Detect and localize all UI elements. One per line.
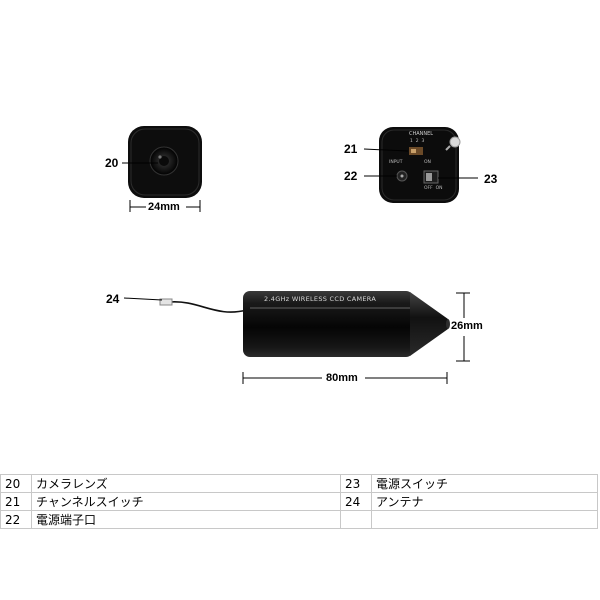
legend-part-name: 電源端子口 xyxy=(31,510,341,529)
body-height-dimension xyxy=(456,292,470,362)
legend-row: 20 カメラレンズ 23 電源スイッチ xyxy=(0,474,598,493)
switch-on-print-label: ON xyxy=(424,160,431,165)
lens-front-view xyxy=(128,126,202,198)
lens-width-dimension xyxy=(129,200,201,212)
legend-number: 24 xyxy=(340,492,372,511)
body-print-text: 2.4GHz WIRELESS CCD CAMERA xyxy=(264,295,377,303)
camera-side-view xyxy=(159,291,450,357)
callout-21-line xyxy=(363,148,409,152)
legend-part-name: 電源スイッチ xyxy=(371,474,598,493)
channel-numbers-print: 1 2 3 xyxy=(410,139,425,144)
callout-21: 21 xyxy=(344,142,358,156)
diagram-canvas xyxy=(122,126,478,384)
body-length-label: 80mm xyxy=(326,372,358,384)
legend-number: 20 xyxy=(0,474,32,493)
body-height-label: 26mm xyxy=(451,320,483,332)
legend-part-name: アンテナ xyxy=(371,492,598,511)
rear-view xyxy=(379,127,461,203)
body-length-dimension xyxy=(242,372,448,384)
input-print-label: INPUT xyxy=(389,160,403,165)
callout-20: 20 xyxy=(105,156,119,170)
legend-row: 21 チャンネルスイッチ 24 アンテナ xyxy=(0,492,598,511)
callout-22: 22 xyxy=(344,169,358,183)
callout-23: 23 xyxy=(484,172,498,186)
legend-part-name: チャンネルスイッチ xyxy=(31,492,341,511)
lens-width-label: 24mm xyxy=(148,201,180,213)
legend-number: 21 xyxy=(0,492,32,511)
legend-number: 23 xyxy=(340,474,372,493)
switch-off-on-print: OFF ON xyxy=(424,186,443,191)
callout-24-line xyxy=(123,297,163,301)
parts-legend-table: 20 カメラレンズ 23 電源スイッチ 21 チャンネルスイッチ 24 アンテナ… xyxy=(0,474,598,529)
legend-part-name: カメラレンズ xyxy=(31,474,341,493)
callout-24: 24 xyxy=(106,292,120,306)
legend-part-name xyxy=(371,510,598,529)
legend-number: 22 xyxy=(0,510,32,529)
channel-print-label: CHANNEL xyxy=(409,131,434,137)
legend-row: 22 電源端子口 xyxy=(0,510,598,529)
legend-number xyxy=(340,510,372,529)
